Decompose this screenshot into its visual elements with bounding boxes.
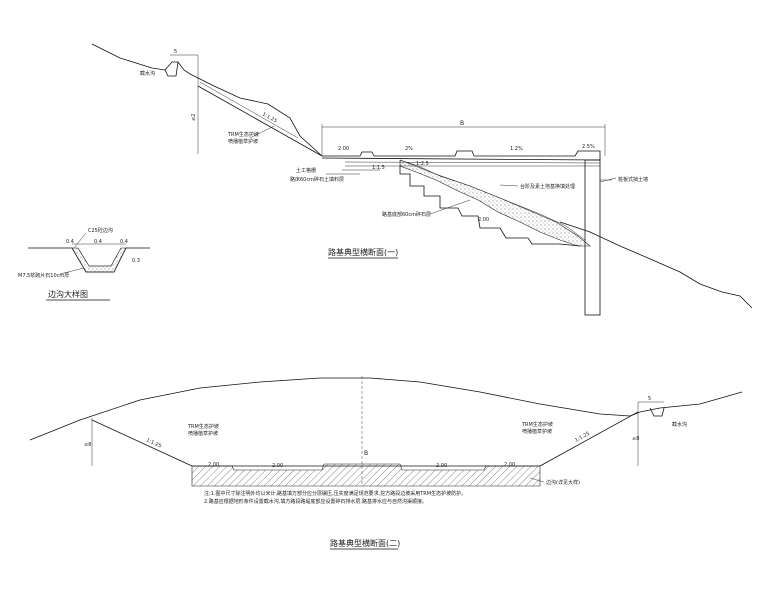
road-seg-4: 2.5% bbox=[582, 144, 595, 150]
dim-right-height: ≤8 bbox=[632, 436, 639, 442]
crown-ditch-right bbox=[649, 407, 665, 417]
ditch-detail: C25砼边沟 M7.5浆砌片石10cm厚 0.4 0.4 0.4 0.3 边沟大… bbox=[18, 227, 150, 301]
left-note-2: 喷播植草护坡 bbox=[188, 430, 218, 437]
dim-left-height: ≤8 bbox=[84, 442, 91, 448]
ground-line-right bbox=[559, 221, 753, 309]
crown-ditch-left bbox=[164, 61, 179, 77]
hill-ground-line bbox=[29, 377, 743, 441]
wall-leader bbox=[599, 177, 617, 183]
section-one: 截水沟 5 ≤2 1:1.25 TRM生态护坡 喷播植草护坡 B 2.00 2%… bbox=[91, 43, 753, 316]
ditch-dim-4: 0.3 bbox=[132, 258, 140, 264]
ditch-dim-2: 0.4 bbox=[94, 239, 102, 245]
left-note-1: TRM生态护坡 bbox=[187, 423, 219, 430]
road-seg-1: 2.00 bbox=[208, 462, 219, 468]
pavement-body bbox=[191, 463, 541, 487]
road-seg-3: 1.2% bbox=[510, 146, 523, 152]
dim-height-label: ≤2 bbox=[191, 114, 197, 121]
dim-top-label: 5 bbox=[174, 49, 177, 55]
ditch-leader-bottom bbox=[59, 267, 85, 275]
right-cut-slope bbox=[539, 411, 639, 467]
section-two-title: 路基典型横断面(二) bbox=[330, 538, 400, 548]
dim-top-right-label: 5 bbox=[648, 396, 651, 402]
right-crown-label: 截水沟 bbox=[672, 421, 687, 428]
wall-label: 桩板式挡土墙 bbox=[618, 176, 648, 183]
right-note-leader-1 bbox=[499, 184, 519, 187]
note-line-1: 注:1.图中尺寸除注明外均以米计,路基填方部分应分层碾压,压实度满足规范要求,挖… bbox=[204, 491, 467, 497]
road-surface bbox=[322, 150, 601, 160]
dim-width-label: B bbox=[460, 120, 464, 127]
right-note-1: TRM生态护坡 bbox=[521, 421, 553, 428]
bench-steps bbox=[399, 166, 581, 247]
left-note-leader bbox=[249, 125, 275, 139]
layer-note-2: 路床60cm碎石土填料层 bbox=[290, 176, 344, 183]
left-note-1: TRM生态护坡 bbox=[227, 131, 259, 138]
step-label-3: 1:2.5 bbox=[416, 161, 429, 167]
right-note-2: 路基底部60cm碎石层 bbox=[382, 211, 431, 218]
step-label-2: 2.00 bbox=[478, 217, 489, 223]
crown-ditch-label: 截水沟 bbox=[140, 70, 155, 77]
ditch-label-bottom: M7.5浆砌片石10cm厚 bbox=[18, 272, 69, 279]
cut-slope bbox=[197, 85, 323, 157]
fill-body bbox=[399, 159, 591, 247]
road-base-1 bbox=[321, 157, 601, 161]
slope-guide bbox=[199, 81, 299, 139]
road-seg-4: 2.00 bbox=[504, 462, 515, 468]
ditch-label-top: C25砼边沟 bbox=[88, 227, 113, 234]
right-slope-label: 1:1.25 bbox=[574, 431, 591, 444]
fill-outline bbox=[399, 159, 586, 241]
pile-wall bbox=[584, 159, 601, 316]
road-seg-2: 2.00 bbox=[272, 463, 283, 469]
right-note-1: 台阶及素土地基换填处理 bbox=[520, 183, 575, 190]
road-base-2 bbox=[344, 161, 601, 164]
layer-note-1: 土工格栅 bbox=[296, 167, 316, 174]
road-seg-3: 2.00 bbox=[436, 463, 447, 469]
ground-line-left bbox=[91, 43, 323, 157]
ditch-inner bbox=[77, 247, 122, 267]
right-note-2: 喷播植草护坡 bbox=[522, 428, 552, 435]
bottom-right-leader bbox=[529, 477, 545, 483]
bottom-right-note: 边沟(详见大样) bbox=[546, 479, 580, 486]
section-one-title: 路基典型横断面(一) bbox=[328, 247, 398, 257]
road-seg-2: 2% bbox=[405, 146, 413, 152]
ditch-title: 边沟大样图 bbox=[48, 289, 88, 299]
section-two: 截水沟 5 ≤8 ≤8 1:1.25 1:1.25 TRM生态护坡 喷播植草护坡… bbox=[29, 376, 743, 550]
notes-block: 注:1.图中尺寸除注明外均以米计,路基填方部分应分层碾压,压实度满足规范要求,挖… bbox=[204, 491, 467, 505]
left-slope-label: 1:1.25 bbox=[145, 437, 162, 449]
note-line-2: 2.路基应根据地形条件设置截水沟,填方路段路堤底部应设置碎石排水层,路基排水应与… bbox=[204, 499, 427, 505]
dim-center-label: B bbox=[364, 450, 368, 457]
right-note-leader-2 bbox=[429, 199, 471, 215]
left-note-2: 喷播植草护坡 bbox=[228, 138, 258, 145]
road-seg-1: 2.00 bbox=[338, 146, 349, 152]
left-cut-slope bbox=[91, 419, 193, 467]
ditch-dim-1: 0.4 bbox=[66, 239, 74, 245]
ditch-dim-3: 0.4 bbox=[120, 239, 128, 245]
step-label-1: 1:1.5 bbox=[372, 165, 385, 171]
ditch-leader-top bbox=[73, 232, 87, 249]
